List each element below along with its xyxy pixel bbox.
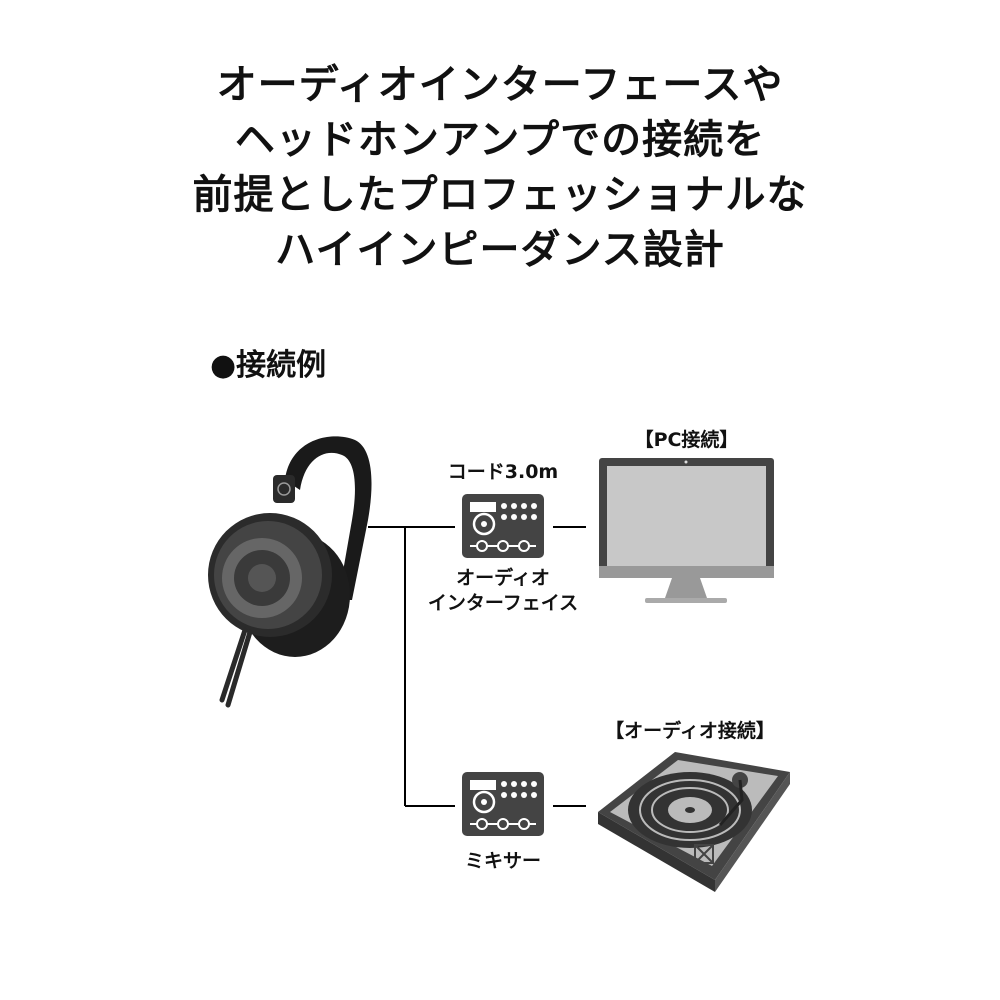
headline-line-4: ハイインピーダンス設計	[275, 227, 725, 273]
audio-interface-label-line-2: インターフェイス	[427, 592, 579, 614]
headphones-image	[208, 436, 372, 708]
headline-line-3: 前提としたプロフェッショナルな	[192, 172, 808, 218]
connection-lines	[368, 526, 586, 807]
section-title: ●接続例	[210, 348, 327, 383]
audio-interface-label: オーディオ インターフェイス	[418, 566, 588, 616]
audio-interface-label-line-1: オーディオ	[456, 567, 550, 589]
mixer-icon	[462, 772, 544, 836]
audio-interface-icon	[462, 494, 544, 558]
turntable-icon	[598, 752, 790, 892]
headline: オーディオインターフェースや ヘッドホンアンプでの接続を 前提としたプロフェッシ…	[0, 58, 1000, 278]
audio-connection-label: 【オーディオ接続】	[605, 720, 775, 742]
cord-length-label: コード3.0m	[447, 461, 559, 483]
pc-connection-label: 【PC接続】	[634, 429, 739, 451]
headline-line-1: オーディオインターフェースや	[216, 62, 784, 108]
pc-monitor-icon	[599, 458, 774, 603]
mixer-label: ミキサー	[464, 850, 541, 872]
headline-line-2: ヘッドホンアンプでの接続を	[234, 117, 766, 163]
